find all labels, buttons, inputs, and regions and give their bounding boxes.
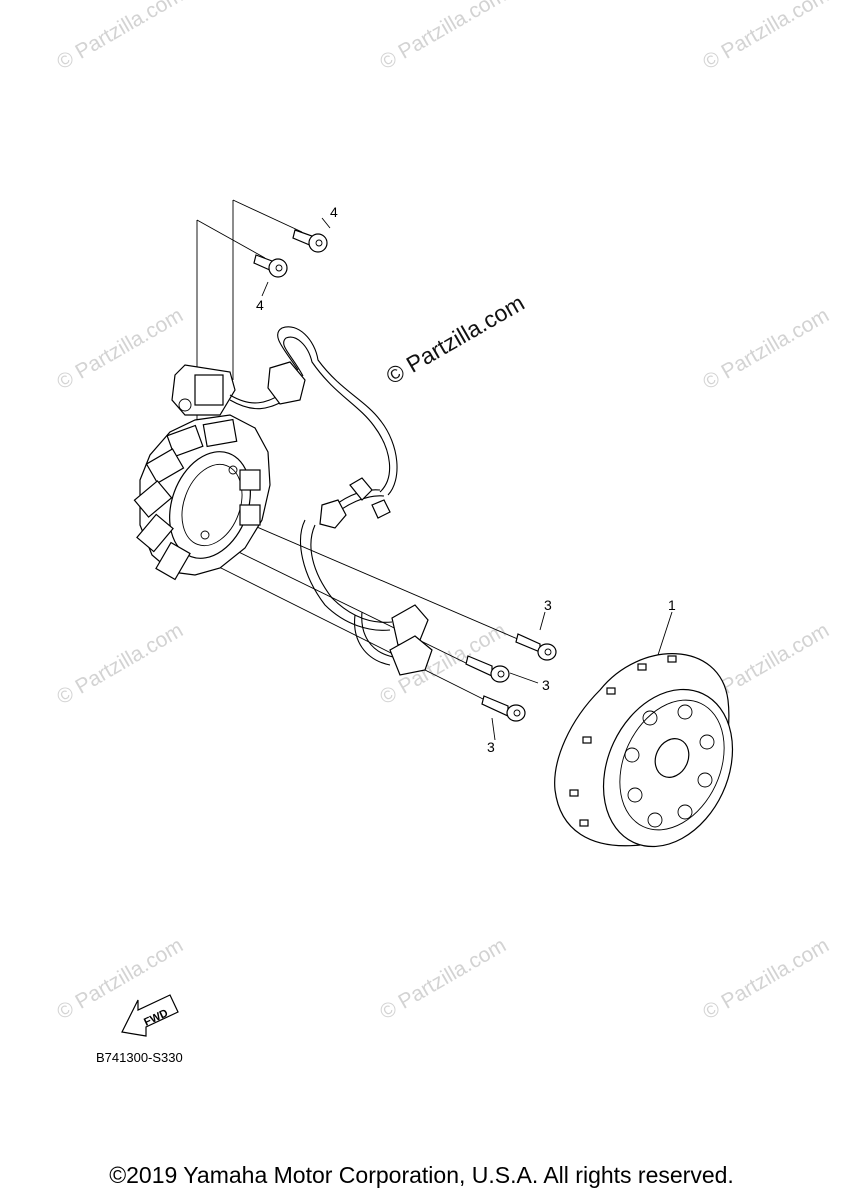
watermark: © Partzilla.com: [53, 0, 187, 74]
bolt-3c: [481, 695, 526, 722]
watermark: © Partzilla.com: [376, 934, 510, 1025]
watermark: © Partzilla.com: [53, 619, 187, 710]
center-watermark: © Partzilla.com: [382, 289, 529, 389]
callout-labels: 1 3 3 3 4 4: [256, 204, 676, 755]
callout-3: 3: [544, 597, 552, 613]
callout-3: 3: [487, 739, 495, 755]
watermark: © Partzilla.com: [699, 304, 833, 395]
watermark: © Partzilla.com: [699, 0, 833, 74]
watermark: © Partzilla.com: [699, 934, 833, 1025]
part-code: B741300-S330: [96, 1050, 183, 1065]
leader-lines: [194, 199, 673, 741]
flywheel-rotor: [554, 653, 734, 848]
watermark: © Partzilla.com: [376, 0, 510, 74]
callout-4: 4: [330, 204, 338, 220]
callout-4: 4: [256, 297, 264, 313]
bolt-3b: [465, 655, 510, 683]
screw-4a: [292, 229, 328, 253]
screw-4b: [253, 254, 288, 278]
watermark: © Partzilla.com: [53, 304, 187, 395]
callout-1: 1: [668, 597, 676, 613]
stator-assembly: [133, 364, 271, 581]
bolt-3a: [515, 633, 557, 661]
callout-3: 3: [542, 677, 550, 693]
wire-harness: [229, 326, 433, 676]
forward-arrow-icon: FWD: [121, 994, 179, 1037]
copyright-notice: ©2019 Yamaha Motor Corporation, U.S.A. A…: [109, 1162, 734, 1188]
